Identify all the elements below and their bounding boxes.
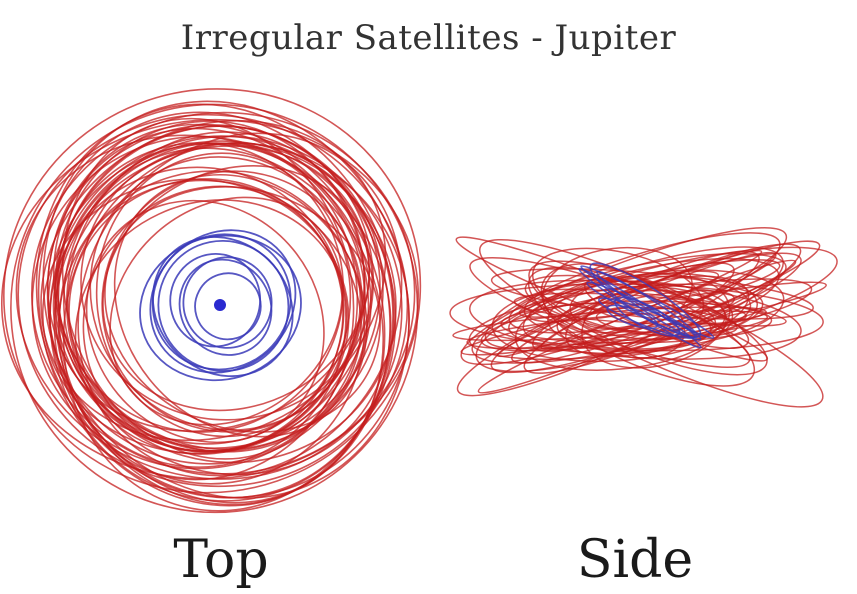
prograde-orbit (194, 272, 262, 341)
prograde-orbit (178, 258, 273, 356)
retrograde-orbit-side (491, 280, 734, 363)
retrograde-orbit (31, 135, 366, 470)
side-view-orbits (449, 227, 838, 408)
retrograde-orbit (0, 118, 420, 480)
page-title: Irregular Satellites - Jupiter (180, 18, 677, 58)
retrograde-orbit-side (528, 260, 768, 376)
prograde-orbit-side (578, 267, 702, 349)
retrograde-orbit-side (531, 247, 705, 333)
retrograde-orbit (42, 100, 410, 499)
prograde-orbit-side (596, 270, 702, 341)
retrograde-orbit (101, 170, 363, 433)
retrograde-orbit (37, 111, 391, 507)
prograde-orbit (169, 252, 262, 348)
retrograde-orbit (104, 185, 381, 433)
retrograde-orbit-side (469, 256, 751, 369)
retrograde-orbit (77, 132, 403, 477)
prograde-orbit (157, 239, 290, 372)
retrograde-orbit (109, 196, 344, 426)
side-view-label: Side (576, 530, 694, 590)
retrograde-orbit (95, 152, 352, 438)
retrograde-orbit-side (475, 246, 784, 373)
prograde-orbit-side (589, 262, 702, 339)
jupiter-icon (214, 299, 226, 311)
retrograde-orbit (17, 113, 409, 488)
retrograde-orbit-side (469, 279, 802, 360)
top-view-label: Top (173, 530, 269, 590)
retrograde-orbit (57, 140, 397, 464)
prograde-orbit-side (580, 265, 715, 339)
retrograde-orbit-side (542, 246, 693, 334)
prograde-orbit (151, 233, 292, 371)
retrograde-orbit-side (500, 300, 773, 344)
retrograde-orbit (56, 142, 345, 433)
top-view-orbits (0, 88, 422, 514)
retrograde-orbit-side (456, 250, 760, 397)
retrograde-orbit (62, 142, 394, 512)
retrograde-orbit-side (471, 246, 838, 364)
retrograde-orbit (3, 88, 422, 494)
